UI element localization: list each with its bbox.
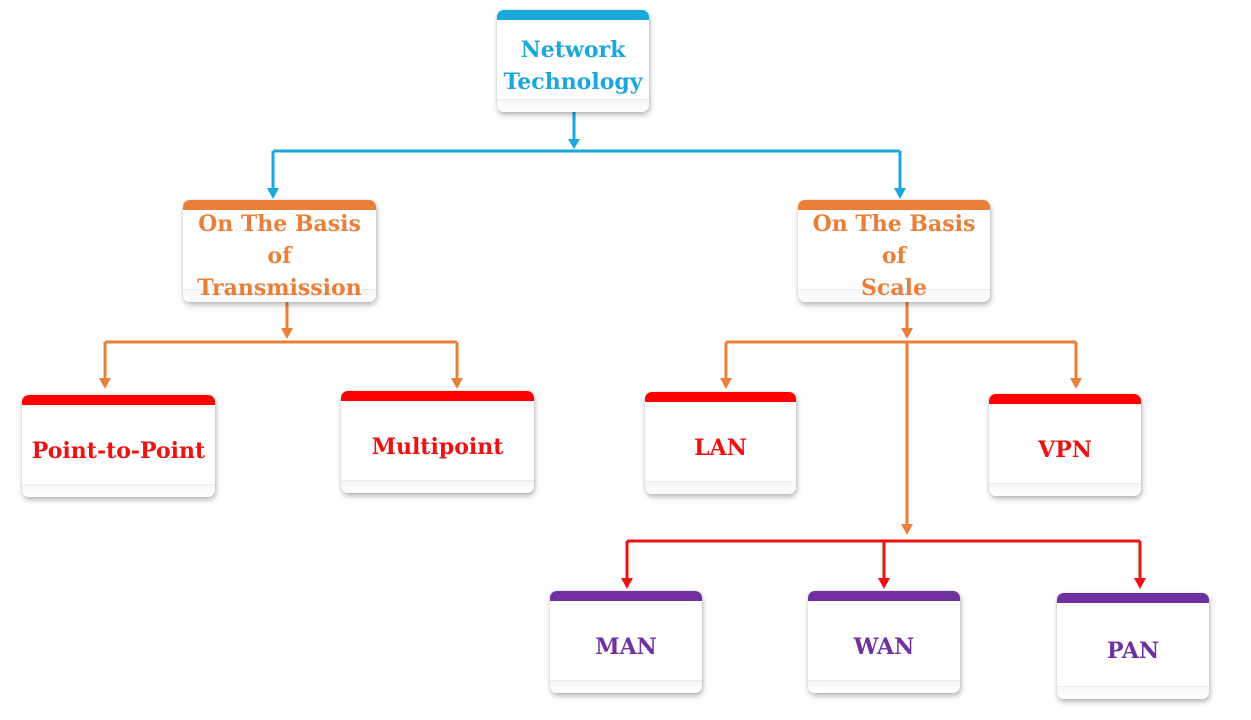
man-label: MAN: [595, 634, 657, 660]
man-bar: [550, 591, 702, 601]
pan-node: PAN: [1057, 593, 1209, 699]
category-scale-node: On The Basis of Scale: [798, 200, 990, 302]
category-transmission-node: On The Basis of Transmission: [183, 200, 376, 302]
root-node-bar: [497, 10, 649, 20]
secondary-connector: [625, 539, 1142, 580]
wan-fold: [808, 680, 960, 693]
scale-connector: [724, 302, 1078, 526]
point-to-point-bar: [22, 395, 215, 405]
man-fold: [550, 680, 702, 693]
multipoint-fold: [341, 480, 534, 493]
wan-bar: [808, 591, 960, 601]
lan-node: LAN: [645, 392, 796, 494]
pan-bar: [1057, 593, 1209, 603]
category-transmission-label: On The Basis of Transmission: [197, 211, 362, 301]
lan-label: LAN: [694, 435, 747, 461]
multipoint-bar: [341, 391, 534, 401]
wan-node: WAN: [808, 591, 960, 693]
category-scale-bar: [798, 200, 990, 210]
category-transmission-bar: [183, 200, 376, 210]
wan-label: WAN: [853, 634, 915, 660]
point-to-point-fold: [22, 484, 215, 497]
point-to-point-node: Point-to-Point: [22, 395, 215, 497]
pan-fold: [1057, 686, 1209, 699]
root-node-label: Network Technology: [503, 37, 643, 95]
vpn-node: VPN: [989, 394, 1141, 496]
root-connector: [271, 112, 902, 190]
scale-connector-arrows: [720, 328, 1082, 535]
vpn-label: VPN: [1038, 437, 1092, 463]
transmission-connector-arrows: [99, 328, 463, 389]
root-node-fold: [497, 99, 649, 112]
point-to-point-label: Point-to-Point: [31, 438, 206, 464]
lan-bar: [645, 392, 796, 402]
vpn-fold: [989, 483, 1141, 496]
transmission-connector: [103, 302, 459, 380]
root-node: Network Technology: [497, 10, 649, 112]
category-scale-label: On The Basis of Scale: [812, 211, 976, 301]
lan-fold: [645, 481, 796, 494]
pan-label: PAN: [1106, 638, 1160, 664]
vpn-bar: [989, 394, 1141, 404]
multipoint-label: Multipoint: [371, 434, 504, 460]
secondary-connector-arrows: [621, 578, 1146, 589]
category-scale-fold: [798, 289, 990, 302]
root-connector-arrows: [267, 139, 906, 199]
category-transmission-fold: [183, 289, 376, 302]
multipoint-node: Multipoint: [341, 391, 534, 493]
man-node: MAN: [550, 591, 702, 693]
